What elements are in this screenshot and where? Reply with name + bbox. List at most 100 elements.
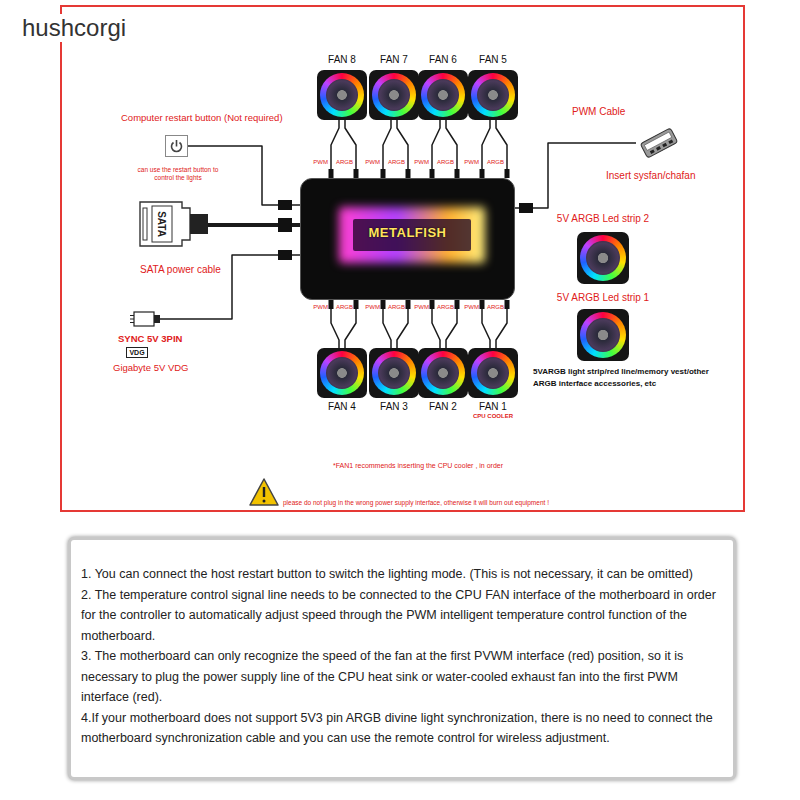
hub-port bbox=[381, 169, 386, 178]
sata-boot bbox=[190, 214, 208, 234]
cable-plug bbox=[278, 218, 292, 232]
hub-port bbox=[329, 169, 334, 178]
pwm-connector bbox=[636, 126, 682, 160]
fan-unit: 5V ARGB Led strip 1 bbox=[577, 309, 629, 361]
vdg-box: VDGGigabyte 5V VDG bbox=[126, 347, 148, 358]
note-paragraph: 3. The motherboard can only recognize th… bbox=[81, 646, 723, 708]
plug-pin bbox=[650, 149, 655, 154]
fan-label: 5V ARGB Led strip 1 bbox=[557, 292, 649, 304]
fan-unit: FAN 2 bbox=[418, 348, 468, 398]
hub-port bbox=[430, 169, 435, 178]
warning-triangle bbox=[248, 477, 280, 507]
sata-label: SATA power cable bbox=[140, 264, 221, 276]
fan-label: FAN 4 bbox=[328, 401, 356, 413]
fan-blades bbox=[477, 79, 509, 111]
sata-connector bbox=[138, 198, 208, 250]
sata-key bbox=[143, 208, 147, 240]
fan-label: FAN 5 bbox=[479, 54, 507, 66]
hub-port bbox=[455, 169, 460, 178]
sata-body bbox=[140, 202, 190, 246]
sync-connector bbox=[130, 309, 160, 329]
fan-blades bbox=[427, 79, 459, 111]
port-label: ARGB bbox=[336, 304, 353, 311]
note-text: *FAN1 recommends inserting the CPU coole… bbox=[290, 461, 546, 470]
power-icon bbox=[166, 136, 187, 156]
sata-label: SATA bbox=[155, 211, 167, 237]
sync-label: SYNC 5V 3PIN bbox=[118, 333, 182, 345]
hub-port bbox=[406, 169, 411, 178]
fan-label: FAN 3 bbox=[380, 401, 408, 413]
hub-port bbox=[430, 300, 435, 309]
hub-port bbox=[354, 169, 359, 178]
cable-plug bbox=[278, 200, 292, 210]
pwm-plug bbox=[640, 128, 678, 158]
hub-port bbox=[480, 169, 485, 178]
plug-pin bbox=[662, 143, 667, 148]
fan-label: 5V ARGB Led strip 2 bbox=[557, 213, 649, 225]
port-label: ARGB bbox=[388, 304, 405, 311]
note-text: 5VARGB light strip/red line/memory vest/… bbox=[533, 366, 733, 390]
port-label: PWM bbox=[414, 304, 429, 311]
hub-box: METALFISH bbox=[300, 178, 515, 300]
cable-plug bbox=[278, 250, 292, 260]
hub-port bbox=[406, 300, 411, 309]
plug-label bbox=[644, 132, 672, 150]
sync-pins bbox=[130, 316, 134, 323]
hub-port bbox=[381, 300, 386, 309]
warning-shape bbox=[250, 479, 278, 505]
notes-box: 1. You can connect the host restart butt… bbox=[68, 537, 736, 780]
note-paragraph: 4.If your motherboard does not support 5… bbox=[81, 708, 723, 749]
fan-blades bbox=[378, 357, 410, 389]
port-label: ARGB bbox=[437, 304, 454, 311]
hub-port bbox=[455, 300, 460, 309]
fan-unit: FAN 8 bbox=[317, 70, 367, 120]
fan-label: FAN 8 bbox=[328, 54, 356, 66]
port-label: PWM bbox=[313, 304, 328, 311]
fan-label: FAN 1 bbox=[479, 401, 507, 413]
power-box: Computer restart button (Not required)ca… bbox=[165, 135, 188, 157]
fan-unit: 5V ARGB Led strip 2 bbox=[577, 232, 629, 284]
port-label: ARGB bbox=[487, 159, 504, 166]
warning-dot bbox=[263, 500, 266, 503]
hub-port bbox=[505, 169, 510, 178]
fan-label: CPU COOLER bbox=[473, 413, 513, 420]
cable-plug bbox=[519, 203, 533, 213]
fan-label: FAN 2 bbox=[429, 401, 457, 413]
fan-unit: FAN 7 bbox=[369, 70, 419, 120]
warning-bar bbox=[263, 487, 265, 497]
sata-box: SATASATA power cable bbox=[138, 198, 208, 250]
fan-blades bbox=[586, 318, 620, 352]
port-label: ARGB bbox=[487, 304, 504, 311]
fan-unit: FAN 4 bbox=[317, 348, 367, 398]
vdg-label: Gigabyte 5V VDG bbox=[113, 362, 189, 374]
fan-label: FAN 7 bbox=[380, 54, 408, 66]
restart-cable bbox=[188, 146, 300, 205]
port-label: ARGB bbox=[437, 159, 454, 166]
fan-unit: FAN 3 bbox=[369, 348, 419, 398]
vdg-label: VDG bbox=[127, 348, 147, 357]
hub-port bbox=[480, 300, 485, 309]
hub-label: METALFISH bbox=[301, 225, 514, 241]
plug-pin bbox=[656, 146, 661, 151]
plug-pin bbox=[668, 140, 673, 145]
pwm-label: Insert sysfan/chafan bbox=[606, 170, 696, 182]
fan-blades bbox=[427, 357, 459, 389]
port-label: PWM bbox=[464, 159, 479, 166]
power-label: can use the restart button to control th… bbox=[136, 166, 220, 182]
fan-unit: FAN 6 bbox=[418, 70, 468, 120]
sync-body bbox=[134, 312, 154, 326]
note-paragraph: 1. You can connect the host restart butt… bbox=[81, 564, 723, 585]
hub-port bbox=[329, 300, 334, 309]
fan-unit: FAN 5 bbox=[468, 70, 518, 120]
port-label: PWM bbox=[365, 159, 380, 166]
port-label: PWM bbox=[365, 304, 380, 311]
note-paragraph: 2. The temperature control signal line n… bbox=[81, 585, 723, 647]
hub-port bbox=[505, 300, 510, 309]
fan-blades bbox=[586, 241, 620, 275]
pwm-label: PWM Cable bbox=[572, 106, 625, 118]
watermark: hushcorgi bbox=[20, 14, 128, 42]
fan-blades bbox=[326, 79, 358, 111]
fan-blades bbox=[378, 79, 410, 111]
sata-slot bbox=[152, 206, 172, 242]
